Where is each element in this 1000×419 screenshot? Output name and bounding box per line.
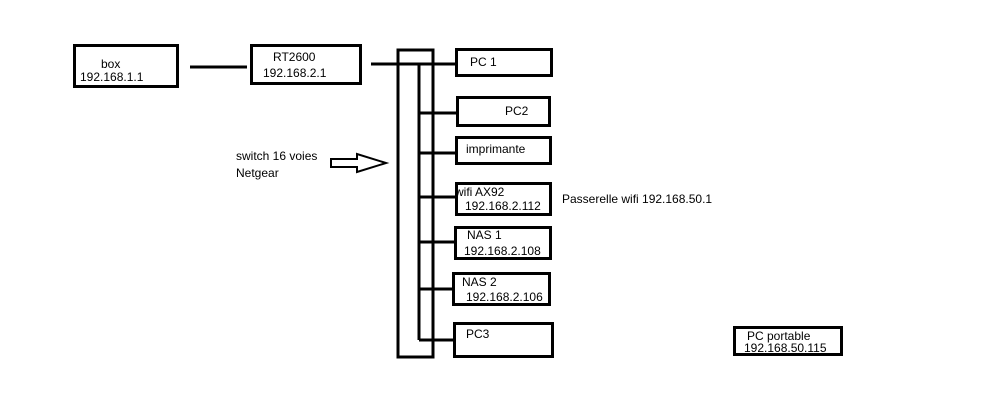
nas1-node [454,226,552,260]
laptop-node [733,326,843,356]
laptop-ip: 192.168.50.115 [744,341,827,355]
switch-label-line2: Netgear [236,166,279,180]
pc2-node [456,96,551,127]
box-ip: 192.168.1.1 [80,70,144,84]
pc1-name: PC 1 [470,55,497,69]
nas1-ip: 192.168.2.108 [464,244,541,258]
wifi-node [455,182,552,216]
router-name: RT2600 [273,50,316,64]
nas2-node [452,272,551,306]
wifi-gateway-label: Passerelle wifi 192.168.50.1 [562,192,713,206]
pc1-node [455,48,553,77]
router-node [250,44,362,85]
switch-bar [396,48,435,359]
printer-name: imprimante [466,142,526,156]
wifi-ip: 192.168.2.112 [465,199,541,213]
pc2-name: PC2 [505,104,529,118]
printer-node [455,136,552,165]
wifi-name: wifi AX92 [455,185,505,199]
router-ip: 192.168.2.1 [263,66,327,80]
pc3-name: PC3 [466,327,490,341]
nas2-ip: 192.168.2.106 [466,290,543,304]
box-name: box [101,57,121,71]
laptop-name: PC portable [747,329,811,343]
switch-label-line1: switch 16 voies [236,149,318,163]
box-node [73,44,179,88]
nas2-name: NAS 2 [462,275,497,289]
nas1-name: NAS 1 [467,228,502,242]
pc3-node [453,322,554,358]
arrow-icon [330,152,390,174]
